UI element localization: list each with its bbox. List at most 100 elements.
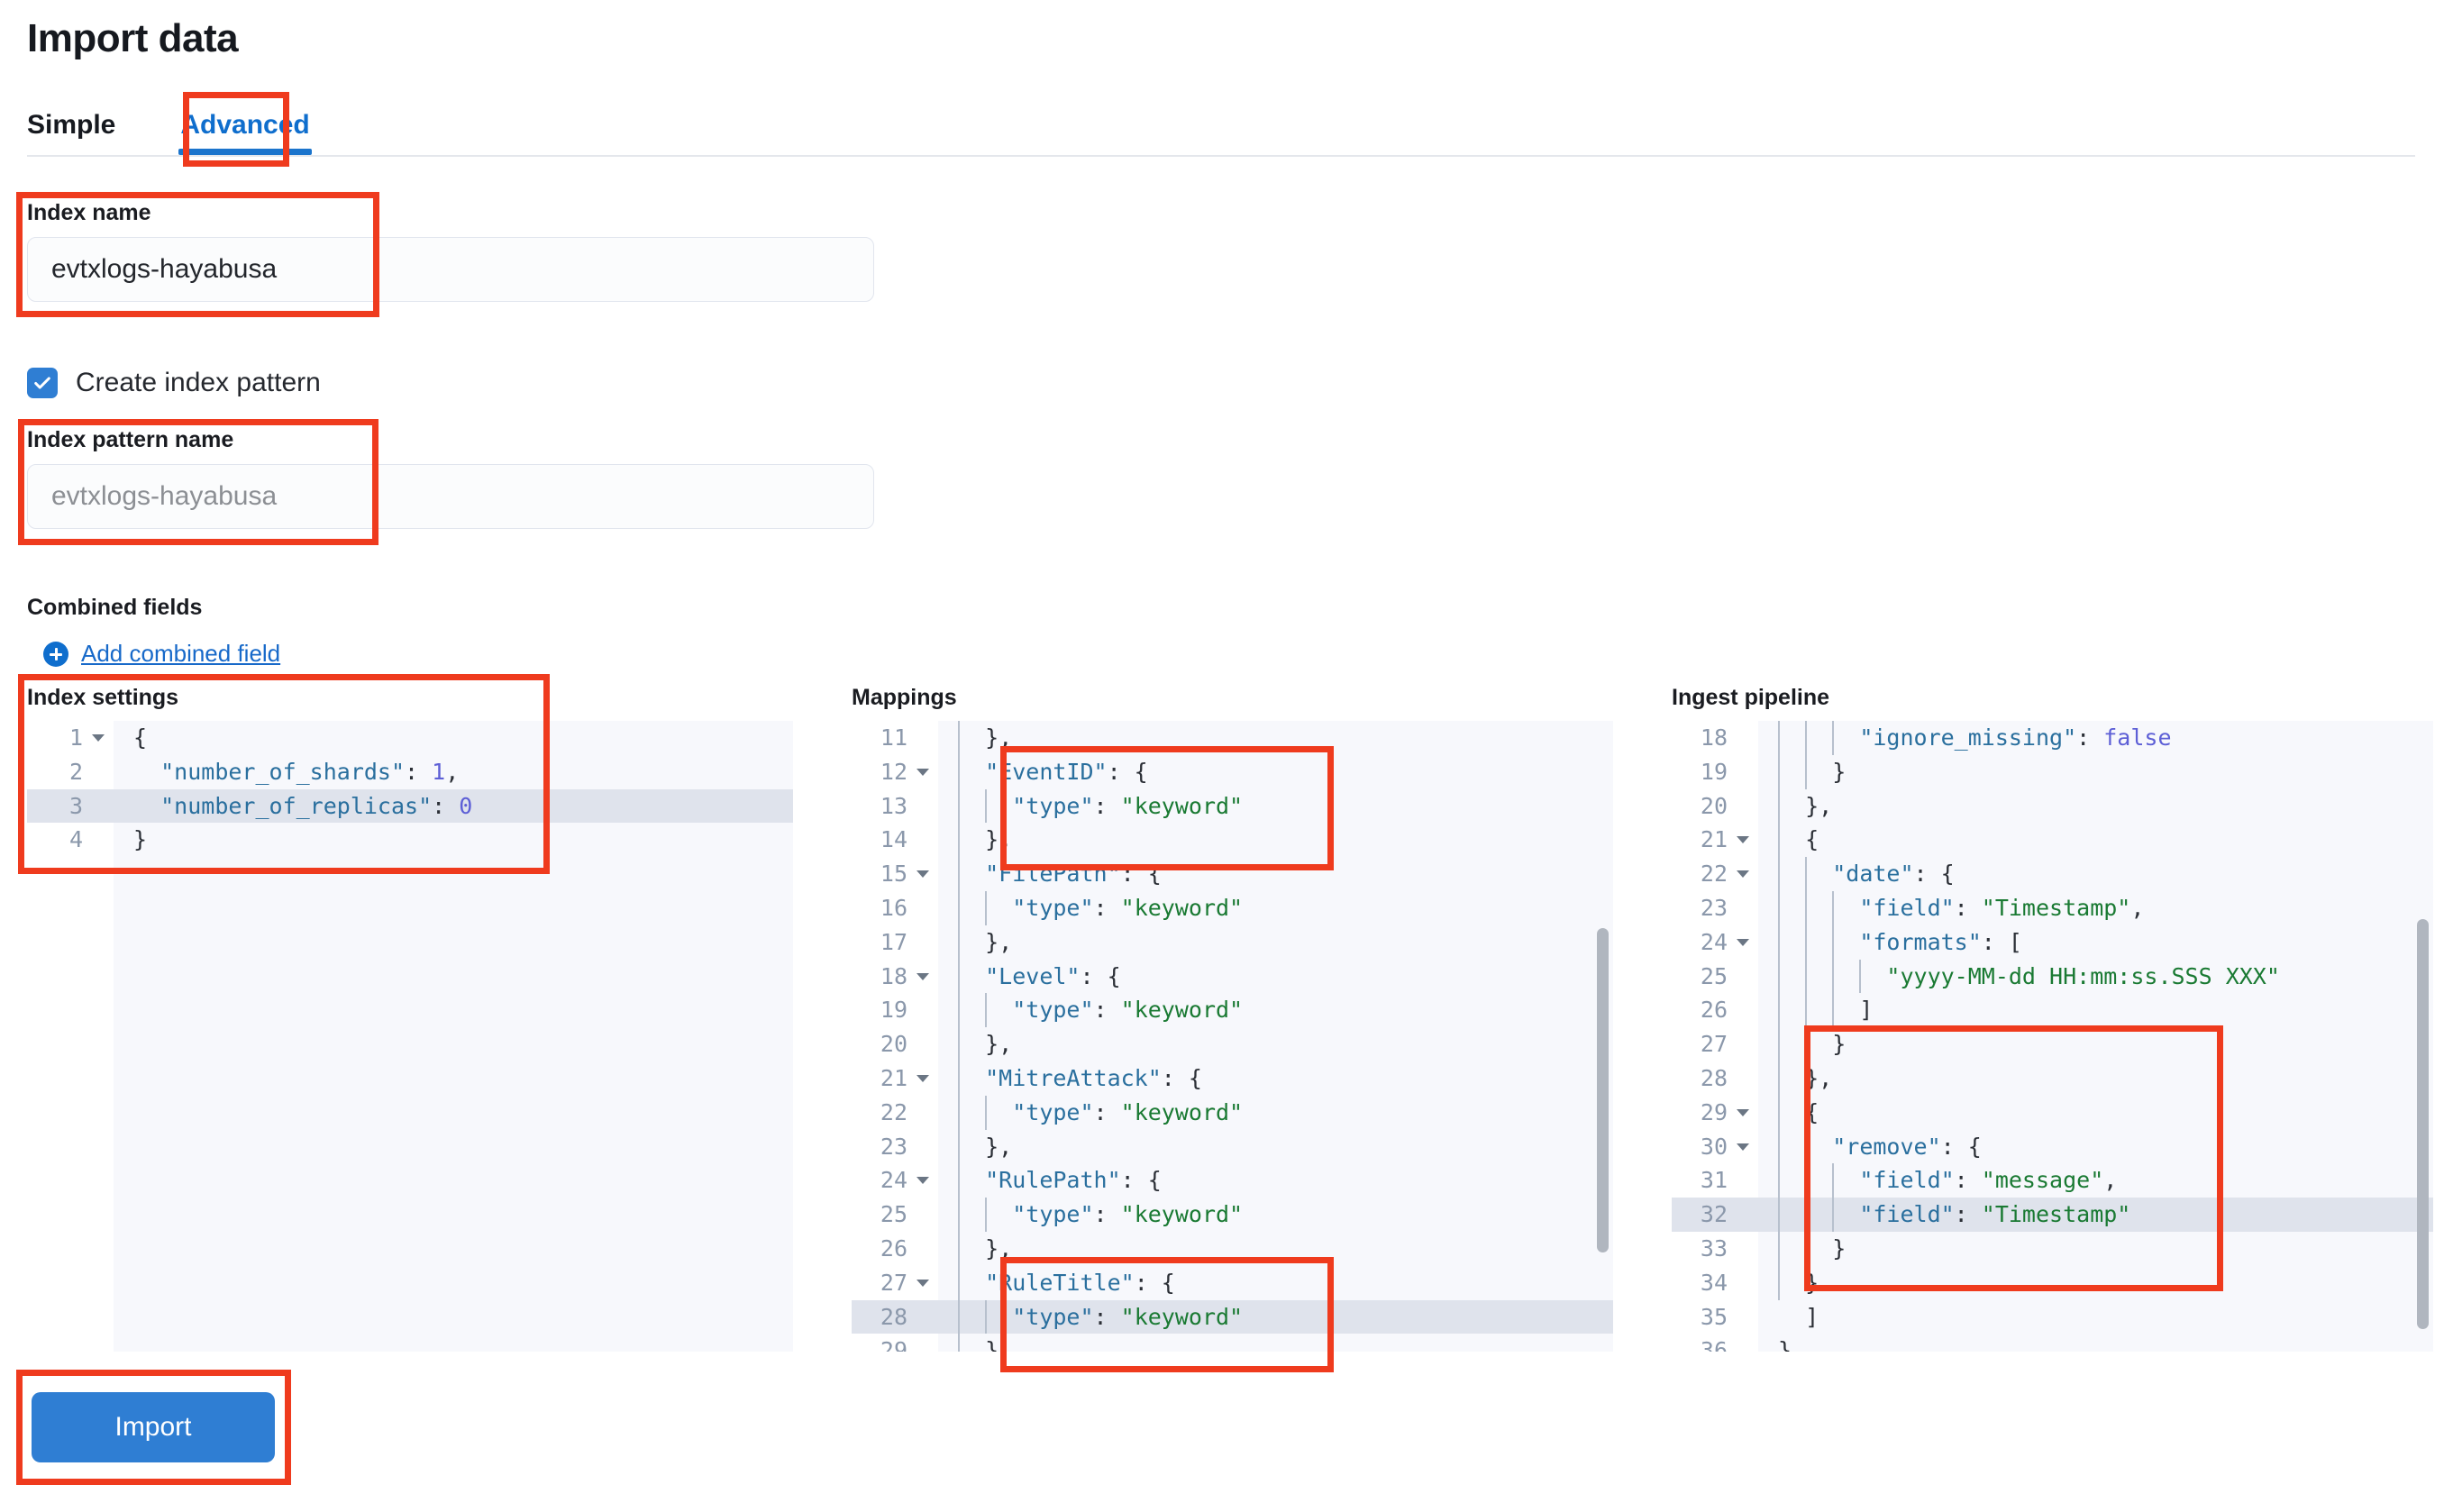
fold-arrow-icon[interactable] xyxy=(916,1279,929,1287)
code-line[interactable]: 22 "date": { xyxy=(1672,857,2433,891)
fold-arrow-icon[interactable] xyxy=(1737,1108,1749,1116)
line-number: 26 xyxy=(852,1231,938,1266)
code-line[interactable]: 21 "MitreAttack": { xyxy=(852,1061,1613,1096)
code-line[interactable]: 34 } xyxy=(1672,1265,2433,1300)
code-line[interactable]: 23 "field": "Timestamp", xyxy=(1672,890,2433,925)
code-line[interactable]: 13 "type": "keyword" xyxy=(852,788,1613,824)
add-combined-field-button[interactable]: Add combined field xyxy=(43,640,280,668)
ingest-pipeline-scrollbar[interactable] xyxy=(2417,919,2429,1329)
indent-guide xyxy=(1778,1231,1780,1266)
line-number: 27 xyxy=(1672,1027,1758,1061)
code-line[interactable]: 24 "formats": [ xyxy=(1672,925,2433,960)
fold-arrow-icon[interactable] xyxy=(1737,1143,1749,1151)
fold-arrow-icon[interactable] xyxy=(916,1177,929,1185)
indent-guide xyxy=(985,788,987,824)
line-number: 30 xyxy=(1672,1129,1758,1164)
tab-simple[interactable]: Simple xyxy=(27,110,116,140)
line-number: 24 xyxy=(852,1163,938,1198)
indent-guide xyxy=(1805,1198,1807,1232)
code-text: }, xyxy=(1758,1061,2433,1096)
tab-divider xyxy=(27,155,2415,157)
code-line[interactable]: 15 "FilePath": { xyxy=(852,857,1613,891)
fold-arrow-icon[interactable] xyxy=(1737,870,1749,879)
code-line[interactable]: 33 } xyxy=(1672,1231,2433,1266)
code-line[interactable]: 22 "type": "keyword" xyxy=(852,1095,1613,1130)
mappings-editor[interactable]: 11 },12 "EventID": {13 "type": "keyword"… xyxy=(852,721,1613,1352)
mappings-scrollbar[interactable] xyxy=(1597,928,1609,1252)
code-text: }, xyxy=(938,1334,1613,1352)
code-text: "ignore_missing": false xyxy=(1758,721,2433,755)
code-line[interactable]: 3 "number_of_replicas": 0 xyxy=(27,788,793,824)
code-line[interactable]: 21 { xyxy=(1672,823,2433,858)
code-line[interactable]: 26 ] xyxy=(1672,993,2433,1028)
indent-guide xyxy=(1778,959,1780,994)
tab-advanced[interactable]: Advanced xyxy=(155,110,334,155)
checkbox-checked-icon[interactable] xyxy=(27,368,58,398)
code-line[interactable]: 12 "EventID": { xyxy=(852,754,1613,789)
code-text: ] xyxy=(1758,993,2433,1028)
code-line[interactable]: 36} xyxy=(1672,1334,2433,1352)
code-line[interactable]: 20 }, xyxy=(852,1027,1613,1061)
code-line[interactable]: 14 }, xyxy=(852,823,1613,858)
code-line[interactable]: 16 "type": "keyword" xyxy=(852,890,1613,925)
fold-arrow-icon[interactable] xyxy=(92,734,105,742)
line-number: 35 xyxy=(1672,1299,1758,1334)
indent-guide xyxy=(1778,1163,1780,1198)
code-line[interactable]: 23 }, xyxy=(852,1129,1613,1164)
code-line[interactable]: 18 "ignore_missing": false xyxy=(1672,721,2433,755)
code-line[interactable]: 4} xyxy=(27,823,793,858)
page-title: Import data xyxy=(27,16,239,60)
code-line[interactable]: 35 ] xyxy=(1672,1299,2433,1334)
code-line[interactable]: 17 }, xyxy=(852,925,1613,960)
code-line[interactable]: 18 "Level": { xyxy=(852,959,1613,994)
code-line[interactable]: 25 "yyyy-MM-dd HH:mm:ss.SSS XXX" xyxy=(1672,959,2433,994)
code-line[interactable]: 19 "type": "keyword" xyxy=(852,993,1613,1028)
line-number: 26 xyxy=(1672,993,1758,1028)
fold-arrow-icon[interactable] xyxy=(1737,836,1749,844)
code-line[interactable]: 29 }, xyxy=(852,1334,1613,1352)
index-name-input[interactable]: evtxlogs-hayabusa xyxy=(27,237,874,302)
indent-guide xyxy=(1832,721,1834,755)
line-number: 4 xyxy=(27,823,114,858)
code-text: "Level": { xyxy=(938,959,1613,994)
code-line[interactable]: 24 "RulePath": { xyxy=(852,1163,1613,1198)
fold-arrow-icon[interactable] xyxy=(916,1074,929,1082)
import-button[interactable]: Import xyxy=(32,1392,275,1462)
code-line[interactable]: 26 }, xyxy=(852,1231,1613,1266)
code-line[interactable]: 28 "type": "keyword" xyxy=(852,1299,1613,1334)
code-line[interactable]: 1{ xyxy=(27,721,793,755)
code-line[interactable]: 29 { xyxy=(1672,1095,2433,1130)
fold-arrow-icon[interactable] xyxy=(916,768,929,776)
line-number: 21 xyxy=(1672,823,1758,858)
line-number: 25 xyxy=(1672,959,1758,994)
code-line[interactable]: 27 } xyxy=(1672,1027,2433,1061)
code-line[interactable]: 28 }, xyxy=(1672,1061,2433,1096)
line-number: 1 xyxy=(27,721,114,755)
fold-arrow-icon[interactable] xyxy=(916,972,929,980)
line-number: 24 xyxy=(1672,925,1758,960)
indent-guide xyxy=(958,1198,960,1232)
code-line[interactable]: 19 } xyxy=(1672,754,2433,789)
code-line[interactable]: 20 }, xyxy=(1672,788,2433,824)
fold-arrow-icon[interactable] xyxy=(916,870,929,879)
code-line[interactable]: 2 "number_of_shards": 1, xyxy=(27,754,793,789)
indent-guide xyxy=(1805,890,1807,925)
fold-arrow-icon[interactable] xyxy=(1737,938,1749,946)
code-line[interactable]: 31 "field": "message", xyxy=(1672,1163,2433,1198)
code-line[interactable]: 25 "type": "keyword" xyxy=(852,1198,1613,1232)
indent-guide xyxy=(985,993,987,1028)
indent-guide xyxy=(985,1095,987,1130)
code-line[interactable]: 11 }, xyxy=(852,721,1613,755)
code-line[interactable]: 32 "field": "Timestamp" xyxy=(1672,1198,2433,1232)
create-index-pattern-row[interactable]: Create index pattern xyxy=(27,368,321,398)
code-line[interactable]: 27 "RuleTitle": { xyxy=(852,1265,1613,1300)
code-line[interactable]: 30 "remove": { xyxy=(1672,1129,2433,1164)
ingest-pipeline-title: Ingest pipeline xyxy=(1672,685,1830,710)
index-settings-editor[interactable]: 1{2 "number_of_shards": 1,3 "number_of_r… xyxy=(27,721,793,1352)
code-text: "type": "keyword" xyxy=(938,890,1613,925)
code-text: "type": "keyword" xyxy=(938,993,1613,1028)
line-number: 22 xyxy=(1672,857,1758,891)
index-pattern-name-input[interactable]: evtxlogs-hayabusa xyxy=(27,464,874,529)
indent-guide xyxy=(1778,1198,1780,1232)
